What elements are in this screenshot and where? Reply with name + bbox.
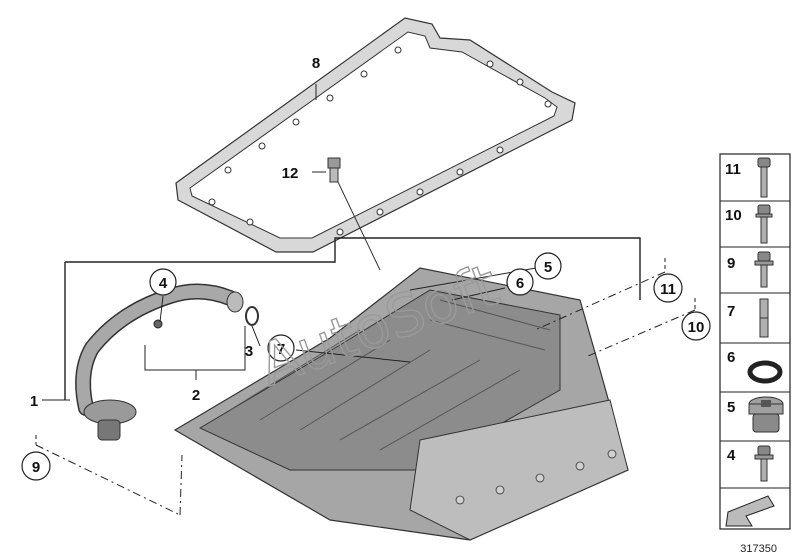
callout-4: 4 [159, 275, 168, 292]
diagram-number: 317350 [740, 543, 777, 555]
short-flange-bolt-icon [754, 251, 774, 288]
small-bolt-icon [754, 445, 774, 482]
legend-item-5: 5 [727, 396, 784, 433]
legend-item-10: 10 [725, 204, 773, 244]
oil-pan-gasket [175, 17, 576, 253]
callout-10: 10 [688, 319, 705, 336]
legend-item-4: 4 [727, 445, 774, 482]
parts-legend: 11 10 9 7 [719, 153, 791, 530]
long-bolt-icon [757, 157, 771, 198]
callout-6: 6 [516, 275, 524, 292]
callout-8: 8 [312, 55, 320, 72]
legend-item-11: 11 [725, 157, 771, 198]
callout-7: 7 [277, 341, 285, 358]
callout-2: 2 [192, 387, 200, 404]
svg-text:4: 4 [727, 447, 736, 464]
oil-level-sensor [327, 157, 381, 271]
callout-5: 5 [544, 259, 552, 276]
group-frame [65, 237, 641, 300]
arrow-icon [725, 495, 775, 527]
callout-12: 12 [282, 165, 299, 182]
legend-item-7: 7 [727, 298, 769, 338]
sealing-ring-icon [747, 360, 783, 384]
svg-text:10: 10 [725, 207, 742, 224]
callout-3: 3 [245, 343, 253, 360]
callouts: 8 12 1 2 3 4 7 6 5 9 11 10 [21, 55, 711, 481]
pipe-gasket [245, 306, 259, 326]
svg-text:5: 5 [727, 399, 735, 416]
svg-text:6: 6 [727, 349, 735, 366]
drain-plug-icon [748, 396, 784, 433]
svg-text:7: 7 [727, 303, 735, 320]
callout-11: 11 [660, 281, 676, 298]
flange-bolt-icon [755, 204, 773, 244]
svg-text:9: 9 [727, 255, 735, 272]
legend-item-6: 6 [727, 349, 783, 384]
stud-icon [759, 298, 769, 338]
legend-item-9: 9 [727, 251, 774, 288]
callout-9: 9 [32, 459, 40, 476]
leader-lines [35, 84, 696, 516]
oil-pickup-pipe [75, 283, 244, 441]
svg-text:11: 11 [725, 161, 741, 178]
callout-1: 1 [30, 393, 38, 410]
oil-pan [173, 267, 629, 541]
